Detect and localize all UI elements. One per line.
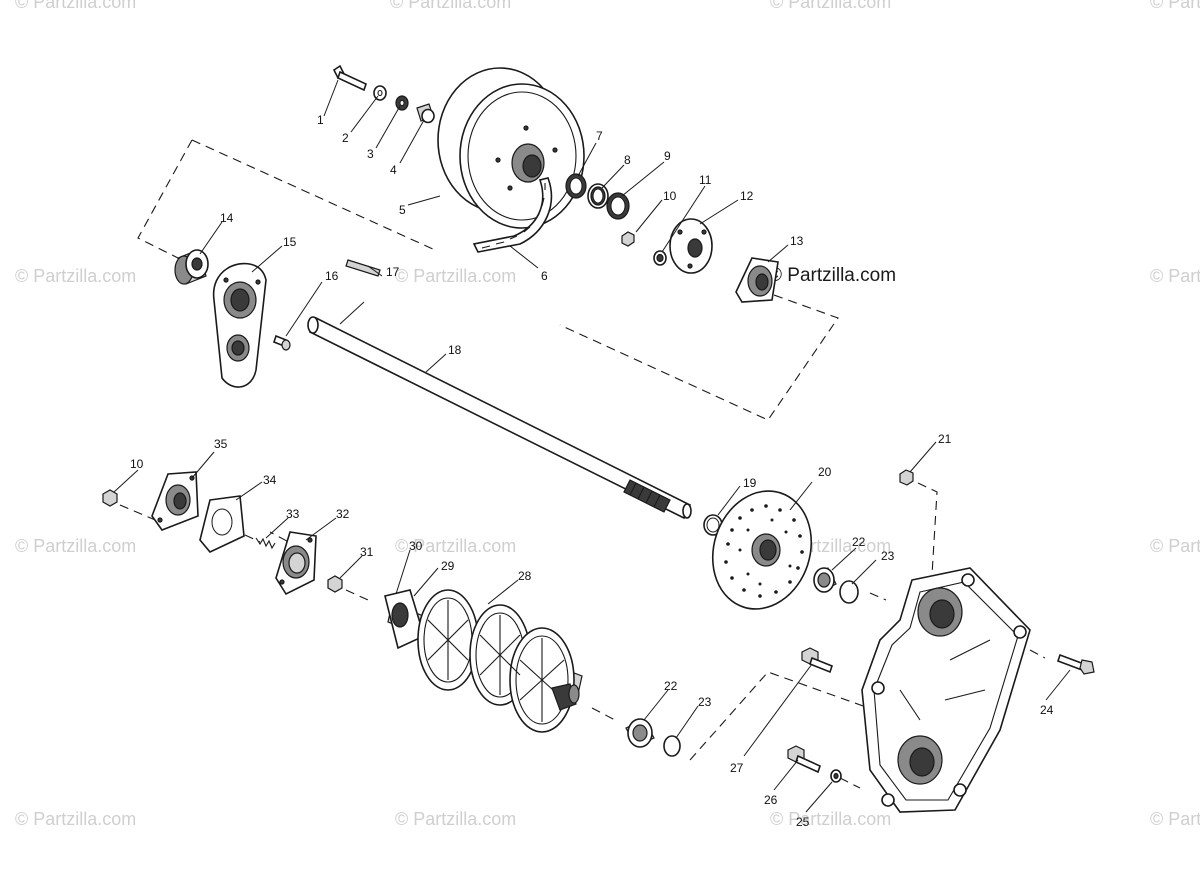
chaincase-housing [861, 567, 1031, 813]
callout-7: 7 [596, 129, 603, 143]
callout-23-lower: 23 [698, 695, 712, 709]
callout-18: 18 [448, 343, 462, 357]
watermark: © Partzilla.com [15, 0, 136, 12]
callout-10: 10 [663, 189, 677, 203]
callout-2: 2 [342, 131, 349, 145]
watermark: © Partzilla.com [1150, 536, 1200, 556]
watermark: © Partzilla.com [1150, 266, 1200, 286]
part-25-washer [830, 769, 842, 783]
part-15-plate [212, 262, 267, 388]
part-22-bearing-lower [625, 718, 655, 748]
part-1-bolt [332, 64, 367, 92]
callout-20: 20 [818, 465, 832, 479]
callout-14: 14 [220, 211, 234, 225]
watermark: © Partzilla.com [770, 809, 891, 829]
callout-19: 19 [743, 476, 757, 490]
part-34-gasket [199, 495, 245, 553]
watermark: © Partzilla.com [1150, 0, 1200, 12]
callout-22: 22 [852, 535, 866, 549]
watermark: © Partzilla.com [395, 266, 516, 286]
part-31-nut [327, 575, 343, 593]
callout-32: 32 [336, 507, 350, 521]
part-13-flange [735, 257, 779, 303]
watermark: © Partzilla.com [15, 809, 136, 829]
part-23-seal [839, 580, 859, 604]
part-6-chain [472, 177, 553, 253]
watermark-main: © Partzilla.com [768, 265, 896, 286]
callout-5: 5 [399, 203, 406, 217]
part-27-bolt [801, 647, 833, 674]
callout-9: 9 [664, 149, 671, 163]
part-23-seal-lower [663, 735, 681, 757]
callout-28: 28 [518, 569, 532, 583]
callout-13: 13 [790, 234, 804, 248]
part-32-flange [275, 531, 317, 596]
watermark: © Partzilla.com [1150, 809, 1200, 829]
callout-23: 23 [881, 549, 895, 563]
part-7-ring [565, 173, 587, 199]
callout-10-lower: 10 [130, 457, 144, 471]
part-8-ring [587, 183, 609, 209]
callout-24: 24 [1040, 703, 1054, 717]
leader-lines [113, 79, 1071, 813]
part-28-drive-sprockets [384, 589, 583, 733]
part-9-ring [606, 192, 630, 220]
part-16-bolt [273, 334, 291, 351]
callout-6: 6 [541, 269, 548, 283]
callout-31: 31 [360, 545, 374, 559]
callout-15: 15 [283, 235, 297, 249]
part-4-spacer [416, 103, 435, 124]
callout-17: 17 [386, 265, 400, 279]
part-3-lockwasher [395, 95, 409, 111]
part-20-brake-disc [711, 490, 813, 610]
callout-21: 21 [938, 432, 952, 446]
watermark: © Partzilla.com [15, 266, 136, 286]
part-14-bearing [174, 249, 209, 285]
part-10-nut [621, 231, 635, 247]
part-5-sprocket [437, 67, 585, 229]
callout-33: 33 [286, 507, 300, 521]
part-2-washer [373, 85, 387, 101]
callout-29: 29 [441, 559, 455, 573]
watermark-grid: © Partzilla.com © Partzilla.com © Partzi… [15, 0, 1200, 829]
part-26-bolt [787, 745, 821, 774]
part-35-flange [151, 471, 199, 531]
watermark: © Partzilla.com [390, 0, 511, 12]
callout-26: 26 [764, 793, 778, 807]
part-18-shaft [307, 316, 692, 520]
callout-8: 8 [624, 153, 631, 167]
callout-30: 30 [409, 539, 423, 553]
callout-22-lower: 22 [664, 679, 678, 693]
callout-labels: 1 2 3 4 5 6 7 8 9 10 11 12 13 14 15 16 1… [130, 113, 1054, 829]
callout-25: 25 [796, 815, 810, 829]
part-17-key [345, 259, 381, 277]
part-12-plate [669, 218, 713, 274]
part-21-nut [899, 469, 914, 486]
watermark: © Partzilla.com [15, 536, 136, 556]
callout-4: 4 [390, 163, 397, 177]
callout-3: 3 [367, 147, 374, 161]
part-24-bolt [1056, 653, 1095, 675]
part-11-washer [653, 250, 667, 266]
part-10-nut-lower [102, 489, 118, 507]
callout-11: 11 [699, 173, 712, 187]
watermark: © Partzilla.com [395, 536, 516, 556]
callout-16: 16 [325, 269, 339, 283]
part-33-spring [255, 537, 276, 550]
part-22-bearing [813, 567, 837, 593]
watermark: © Partzilla.com [770, 0, 891, 12]
watermark: © Partzilla.com [395, 809, 516, 829]
callout-12: 12 [740, 189, 754, 203]
callout-35: 35 [214, 437, 228, 451]
callout-1: 1 [317, 113, 324, 127]
callout-34: 34 [263, 473, 277, 487]
callout-27: 27 [730, 761, 744, 775]
